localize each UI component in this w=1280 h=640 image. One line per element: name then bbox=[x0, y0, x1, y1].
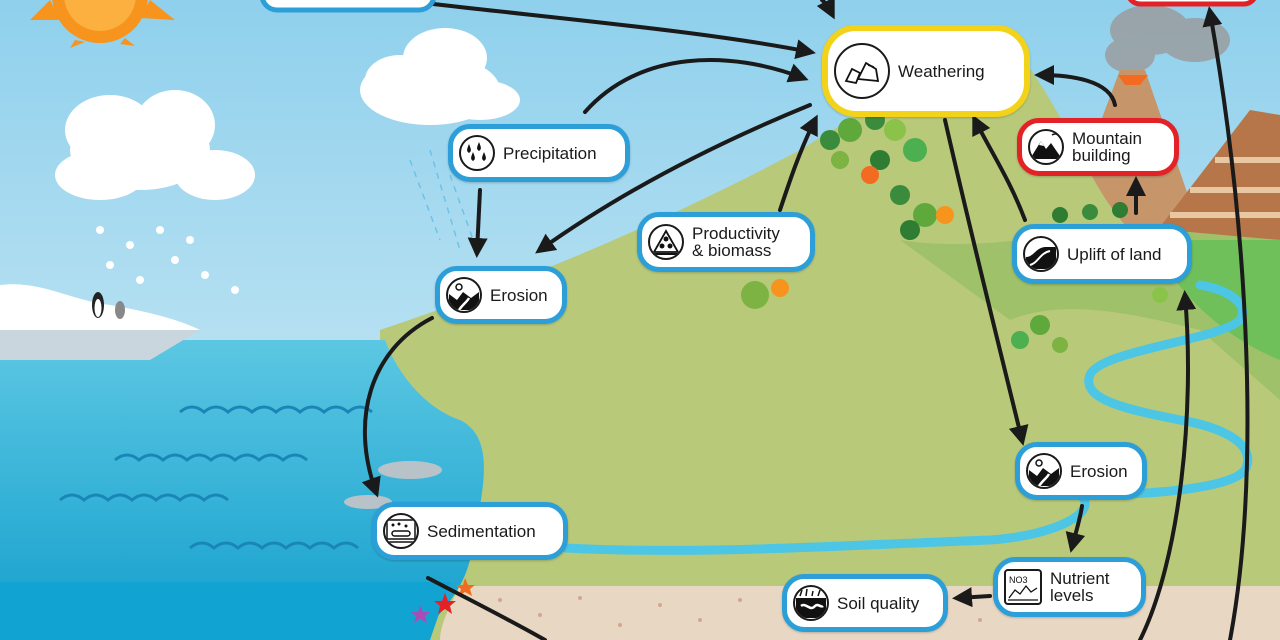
node-label: Soil quality bbox=[837, 593, 920, 613]
arrow-uplift-to-weathering bbox=[972, 114, 1027, 222]
flow-arrows bbox=[361, 0, 1250, 640]
arrow-erosion-to-nutrient bbox=[1065, 504, 1086, 553]
arrow-weathering-to-erosion-left bbox=[535, 103, 812, 254]
nutrient-graph-icon: NO3 bbox=[1004, 569, 1042, 605]
arrow-erosion-to-sedimentation bbox=[361, 316, 434, 498]
node-mountain-building[interactable]: Mountain building bbox=[1017, 118, 1179, 176]
node-nutrient-levels[interactable]: NO3 Nutrient levels bbox=[993, 557, 1146, 617]
node-productivity[interactable]: Productivity & biomass bbox=[637, 212, 815, 272]
node-soil-quality[interactable]: Soil quality bbox=[782, 574, 948, 632]
node-erosion-right[interactable]: Erosion bbox=[1015, 442, 1147, 500]
arrow-weathering-to-erosion-right bbox=[943, 118, 1029, 446]
node-precipitation[interactable]: Precipitation bbox=[448, 124, 630, 182]
sea bbox=[0, 340, 484, 640]
smoke-cloud bbox=[1105, 5, 1230, 73]
arrow-top-to-weathering-2 bbox=[816, 0, 835, 20]
node-label: Uplift of land bbox=[1067, 244, 1162, 264]
starfish-icon bbox=[411, 578, 475, 623]
snowfall bbox=[96, 226, 239, 294]
node-label: Mountain building bbox=[1072, 129, 1142, 165]
arrow-sedimentation-to-bottom bbox=[426, 576, 547, 640]
arrow-bottom-to-top-right bbox=[1202, 6, 1250, 640]
cloud-icon bbox=[55, 90, 255, 200]
rocks-icon bbox=[834, 43, 890, 99]
node-sedimentation[interactable]: Sedimentation bbox=[372, 502, 568, 560]
uplift-icon bbox=[1023, 236, 1059, 272]
node-weathering[interactable]: Weathering bbox=[822, 25, 1030, 117]
layered-mountain bbox=[1150, 110, 1280, 240]
arrow-top-to-weathering bbox=[398, 0, 816, 60]
node-uplift[interactable]: Uplift of land bbox=[1012, 224, 1192, 284]
partial-node-top-left bbox=[260, 0, 436, 13]
canyon-icon bbox=[446, 277, 482, 313]
partial-node-top-right bbox=[1127, 0, 1257, 7]
arrow-precipitation-to-weathering bbox=[583, 58, 809, 114]
node-label: Sedimentation bbox=[427, 521, 536, 541]
arrow-bottom-to-uplift bbox=[1138, 290, 1197, 640]
waves bbox=[59, 405, 373, 550]
node-label: Nutrient levels bbox=[1050, 569, 1110, 605]
forest bbox=[741, 110, 1168, 353]
arrow-precipitation-to-erosion bbox=[467, 188, 488, 258]
canyon-icon bbox=[1026, 453, 1062, 489]
penguin-icon bbox=[92, 292, 125, 319]
node-erosion-left[interactable]: Erosion bbox=[435, 266, 567, 324]
node-label: Weathering bbox=[898, 61, 985, 81]
arrow-volcano-to-weathering bbox=[1034, 65, 1117, 107]
biomass-pyramid-icon bbox=[648, 224, 684, 260]
arrow-nutrient-to-soil bbox=[952, 587, 992, 608]
node-label: Erosion bbox=[1070, 461, 1128, 481]
node-label: Erosion bbox=[490, 285, 548, 305]
soil-worm-icon bbox=[793, 585, 829, 621]
arrow-productivity-to-weathering bbox=[778, 114, 818, 212]
node-label: Productivity & biomass bbox=[692, 224, 780, 260]
raindrops-icon bbox=[459, 135, 495, 171]
cloud-icon bbox=[360, 28, 520, 125]
svg-text:NO3: NO3 bbox=[1009, 575, 1028, 585]
sediment-layers-icon bbox=[383, 513, 419, 549]
mountain-icon bbox=[1028, 129, 1064, 165]
sun-icon bbox=[30, 0, 175, 48]
rain bbox=[409, 149, 476, 251]
node-label: Precipitation bbox=[503, 143, 597, 163]
